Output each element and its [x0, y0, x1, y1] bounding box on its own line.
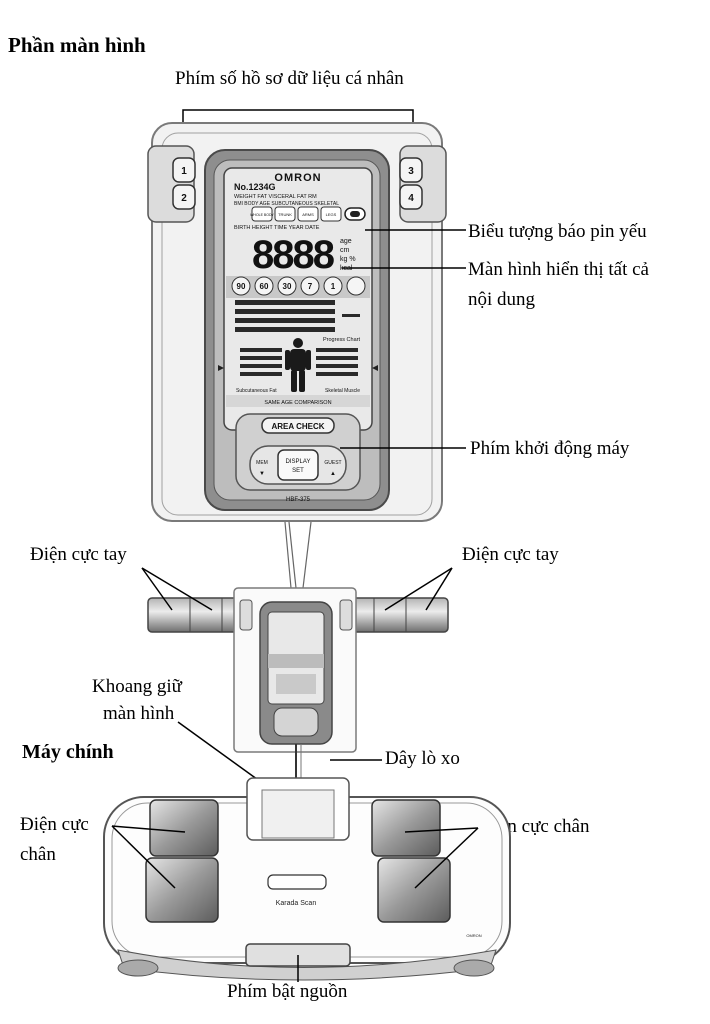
scale-maker: OMRON: [466, 933, 481, 938]
foot-electrode-callouts: [111, 825, 479, 889]
lcd-comparison-label: SAME AGE COMPARISON: [264, 400, 331, 406]
lcd-period-7: 7: [308, 282, 313, 291]
lcd-mode-trunk: TRUNK: [278, 212, 292, 217]
lcd-period-30: 30: [283, 282, 292, 291]
lcd-mode-whole-body: WHOLE BODY: [250, 213, 274, 217]
profile-keys-label: Phím số hồ sơ dữ liệu cá nhân: [175, 68, 404, 89]
right-callout-lines: [340, 229, 466, 449]
display-label-line1: Màn hình hiển thị tất cả: [468, 259, 649, 280]
foot-electrode-left-label-line2: chân: [20, 844, 56, 865]
foot-electrode-left-label-line1: Điện cực: [20, 814, 89, 835]
low-battery-label: Biểu tượng báo pin yếu: [468, 221, 647, 242]
profile-button-4[interactable]: 4: [408, 193, 414, 204]
svg-text:▼: ▼: [259, 471, 265, 477]
spring-cable-label: Dây lò xo: [385, 748, 460, 769]
hand-electrode-left-label: Điện cực tay: [30, 544, 127, 565]
handle-unit: [147, 587, 449, 753]
mem-button[interactable]: MEM: [256, 460, 268, 466]
area-check-button[interactable]: AREA CHECK: [271, 422, 324, 431]
lcd-subcutaneous-label: Subcutaneous Fat: [236, 388, 277, 394]
guest-button[interactable]: GUEST: [324, 460, 341, 466]
lcd-skeletal-label: Skeletal Muscle: [325, 388, 360, 394]
lcd-progress-label: Progress Chart: [323, 337, 360, 343]
scale-brand: Karada Scan: [276, 900, 317, 907]
main-unit-heading: Máy chính: [22, 741, 114, 763]
lcd-period-90: 90: [237, 282, 246, 291]
profile-buttons[interactable]: [172, 157, 423, 210]
profile-button-1[interactable]: 1: [181, 166, 187, 177]
low-battery-icon: [344, 207, 366, 221]
lcd-unit-age: age: [340, 238, 352, 245]
lcd-digits: 8888: [252, 233, 335, 277]
hand-electrode-callouts: [141, 567, 453, 611]
power-key-label: Phím bật nguồn: [227, 981, 348, 1002]
profile-button-2[interactable]: 2: [181, 193, 187, 204]
svg-text:▲: ▲: [330, 471, 336, 477]
screen-section-heading: Phần màn hình: [8, 33, 146, 57]
display-holder-label-line2: màn hình: [103, 703, 175, 724]
display-holder-label-line1: Khoang giữ: [92, 676, 182, 697]
lcd-row2: BMI BODY AGE SUBCUTANEOUS SKELETAL: [234, 201, 339, 207]
lcd-period-60: 60: [260, 282, 269, 291]
display-set-line2[interactable]: SET: [292, 468, 304, 474]
start-key-label: Phím khởi động máy: [470, 438, 630, 459]
lcd-mode-legs: LEGS: [326, 212, 337, 217]
lcd-period-1: 1: [331, 282, 336, 291]
display-label-line2: nội dung: [468, 289, 536, 310]
lcd-row3: BIRTH HEIGHT TIME YEAR DATE: [234, 225, 320, 231]
display-set-line1[interactable]: DISPLAY: [286, 459, 311, 465]
lcd-row1: WEIGHT FAT VISCERAL FAT RM: [234, 194, 317, 200]
lcd-unit-kg: kg %: [340, 256, 356, 263]
model-number: HBF-375: [286, 497, 311, 503]
body-silhouette-icon: [285, 338, 311, 392]
profile-button-3[interactable]: 3: [408, 166, 414, 177]
lcd-id-line: No.1234G: [234, 182, 276, 192]
brand-logo: OMRON: [274, 172, 321, 184]
zoom-connector-lines: [284, 521, 312, 589]
scale-body: [103, 777, 511, 981]
lcd-unit-cm: cm: [340, 247, 350, 254]
lcd-mode-arms: ARMS: [302, 212, 314, 217]
display-unit: [147, 122, 447, 522]
hand-electrode-right-label: Điện cực tay: [462, 544, 559, 565]
